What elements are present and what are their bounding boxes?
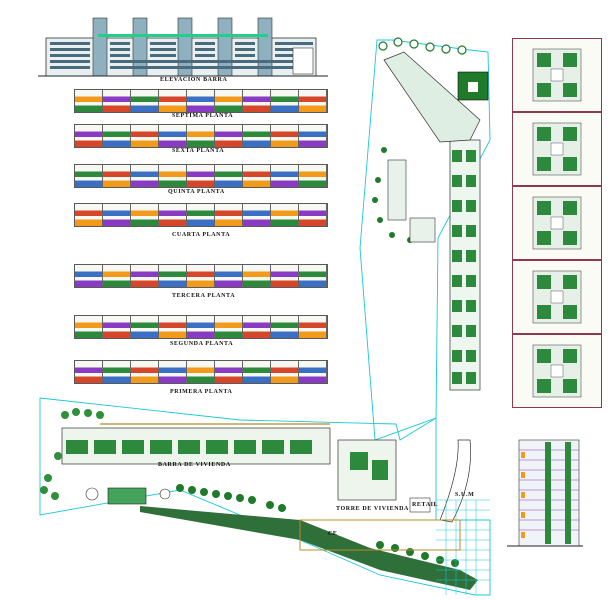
- floor-plan-cuarta: [74, 203, 328, 227]
- floor-label-primera: PRIMERA PLANTA: [170, 389, 233, 395]
- floor-plan-sexta: [74, 124, 328, 148]
- label-sum: S.U.M: [455, 492, 475, 498]
- tower-plan-panel: [512, 260, 602, 334]
- tower-plan-panel: [512, 186, 602, 260]
- floor-label-tercera: TERCERA PLANTA: [172, 293, 236, 299]
- label-ce: CE: [328, 531, 338, 537]
- floor-label-quinta: QUINTA PLANTA: [168, 189, 225, 195]
- label-barra-vivienda: BARRA DE VIVIENDA: [158, 462, 231, 468]
- elevation-title: ELEVACION BARRA: [160, 77, 228, 83]
- floor-label-sexta: SEXTA PLANTA: [172, 148, 225, 154]
- tower-plan-panel: [512, 112, 602, 186]
- floor-label-septima: SEPTIMA PLANTA: [172, 113, 234, 119]
- floor-label-segunda: SEGUNDA PLANTA: [170, 341, 234, 347]
- floor-plan-segunda: [74, 315, 328, 339]
- elevation-drawing: [38, 17, 328, 77]
- floor-plan-quinta: [74, 164, 328, 188]
- label-retail: RETAIL: [412, 502, 439, 508]
- floor-plan-septima: [74, 89, 328, 113]
- floor-plan-tercera: [74, 264, 328, 288]
- floor-plan-primera: [74, 360, 328, 384]
- tower-section-drawing: [507, 439, 583, 547]
- floor-label-cuarta: CUARTA PLANTA: [172, 232, 231, 238]
- tower-plan-panel: [512, 334, 602, 408]
- tower-plan-panel: [512, 38, 602, 112]
- label-torre-vivienda: TORRE DE VIVIENDA: [336, 506, 409, 512]
